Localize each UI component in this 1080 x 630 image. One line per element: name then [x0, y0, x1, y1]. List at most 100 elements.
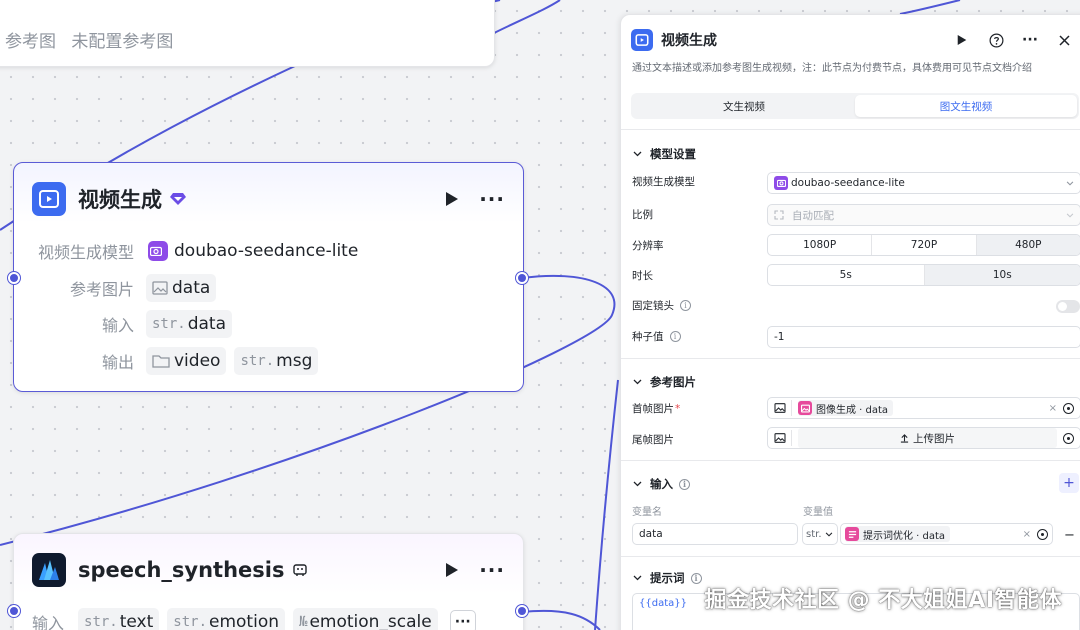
seed-label: 种子值 i: [632, 329, 681, 344]
chip-text: emotion_scale: [309, 612, 432, 630]
variable-picker-icon[interactable]: [1063, 432, 1074, 444]
model-select[interactable]: doubao-seedance-lite: [767, 172, 1080, 194]
run-speech-node-button[interactable]: [443, 561, 461, 579]
type-prefix: str.: [84, 614, 118, 630]
duration-option-5s[interactable]: 5s: [768, 265, 925, 285]
speech-node-output-port[interactable]: [516, 605, 528, 617]
fixed-camera-label: 固定镜头 i: [632, 298, 691, 313]
image-generation-icon: [798, 401, 812, 415]
folder-icon: [152, 354, 170, 368]
resolution-option-720p[interactable]: 720P: [872, 235, 977, 255]
expand-icon: [774, 210, 784, 220]
panel-more-button[interactable]: ···: [1022, 32, 1038, 48]
label-text: 时长: [632, 270, 653, 282]
inputs-section-toggle[interactable]: 输入 i: [633, 476, 690, 492]
field-label: 视频生成模型: [37, 243, 134, 262]
speech-node-more-button[interactable]: ···: [479, 558, 505, 582]
model-settings-section-toggle[interactable]: 模型设置: [633, 146, 696, 162]
info-icon[interactable]: i: [690, 572, 702, 584]
panel-description: 通过文本描述或添加参考图生成视频，注：此节点为付费节点，具体费用可见节点文档介绍: [632, 63, 1032, 74]
speech-synthesis-node[interactable]: speech_synthesis ··· 输入 str. text str. e…: [13, 533, 524, 630]
plugin-icon: [292, 562, 308, 578]
output-msg-chip: str. msg: [234, 346, 319, 375]
model-select-value: doubao-seedance-lite: [791, 177, 905, 189]
help-icon[interactable]: [987, 31, 1005, 49]
ratio-select[interactable]: 自动匹配: [767, 204, 1080, 226]
type-prefix: №: [299, 614, 308, 630]
speech-node-input-port[interactable]: [8, 605, 20, 617]
type-prefix: str.: [173, 614, 208, 630]
fixed-camera-toggle[interactable]: [1056, 300, 1080, 313]
duration-label: 时长: [632, 268, 653, 283]
node-more-button[interactable]: ···: [479, 187, 505, 211]
variable-picker-icon[interactable]: [1037, 528, 1048, 540]
run-node-button[interactable]: [443, 190, 461, 208]
variable-type-select[interactable]: str.: [802, 523, 838, 545]
video-play-icon: [32, 182, 66, 216]
prompt-section-toggle[interactable]: 提示词 i: [633, 570, 702, 586]
last-frame-field[interactable]: 上传图片: [767, 427, 1080, 449]
video-node-header: 视频生成 ···: [32, 181, 505, 217]
clear-icon[interactable]: ×: [1048, 402, 1057, 414]
field-label: 参考图片: [69, 279, 134, 299]
tab-image-text-to-video[interactable]: 图文生视频: [855, 95, 1077, 117]
panel-title: 视频生成: [661, 33, 717, 49]
input-text-chip: str. text: [78, 608, 160, 630]
resolution-option-480p[interactable]: 480P: [976, 235, 1080, 255]
variable-picker-icon[interactable]: [1063, 402, 1074, 414]
upload-image-button[interactable]: 上传图片: [798, 428, 1057, 448]
image-icon: [774, 400, 792, 416]
type-prefix: str.: [152, 316, 186, 332]
add-input-button[interactable]: +: [1059, 473, 1079, 493]
video-generation-node[interactable]: 视频生成 ··· 视频生成模型 doubao-seedance-lite 参考图: [13, 162, 524, 392]
camera-icon: [774, 176, 788, 190]
ref-images-section-toggle[interactable]: 参考图片: [633, 374, 696, 390]
chevron-down-icon: [1066, 212, 1074, 218]
first-frame-field[interactable]: 图像生成 · data ×: [767, 397, 1080, 419]
section-title: 参考图片: [650, 375, 696, 389]
label-text: 首帧图片: [632, 403, 674, 415]
variable-value-field[interactable]: 提示词优化 · data ×: [840, 523, 1053, 545]
prev-node-label: 参考图: [5, 32, 56, 52]
video-node-output-port[interactable]: [516, 272, 528, 284]
camera-icon: [148, 241, 168, 261]
duration-segmented: 5s 10s: [767, 264, 1080, 286]
more-inputs-button[interactable]: ···: [449, 610, 476, 630]
video-node-input-port[interactable]: [8, 272, 20, 284]
chip-text: data: [172, 277, 211, 298]
chevron-down-icon: [633, 151, 642, 157]
video-node-fields: 视频生成模型 doubao-seedance-lite 参考图片 data 输入…: [32, 237, 368, 383]
seed-input[interactable]: -1: [767, 326, 1080, 348]
field-row-input: 输入 str. data: [32, 310, 368, 338]
chip-text: emotion: [209, 612, 279, 630]
info-icon[interactable]: i: [679, 478, 690, 490]
resolution-option-1080p[interactable]: 1080P: [768, 235, 873, 255]
close-icon[interactable]: [1055, 31, 1073, 49]
variable-name-value: data: [639, 528, 663, 540]
image-icon: [774, 430, 792, 446]
duration-option-10s[interactable]: 10s: [924, 265, 1080, 285]
field-label: 输入: [101, 316, 134, 335]
info-icon[interactable]: i: [669, 331, 681, 342]
chevron-down-icon: [633, 575, 642, 581]
remove-input-button[interactable]: −: [1064, 528, 1075, 543]
info-icon[interactable]: i: [680, 300, 691, 311]
panel-run-button[interactable]: [953, 31, 971, 49]
clear-icon[interactable]: ×: [1022, 528, 1031, 540]
divider: [621, 460, 1080, 461]
model-name: doubao-seedance-lite: [174, 241, 359, 261]
tab-text-to-video[interactable]: 文生视频: [723, 100, 765, 113]
reference-image-node[interactable]: 参考图 未配置参考图: [0, 0, 495, 67]
variable-type-value: str.: [806, 528, 822, 540]
prev-node-row: 参考图 未配置参考图: [5, 27, 173, 52]
divider: [621, 556, 1080, 557]
divider: [621, 129, 1080, 130]
node-settings-panel: 视频生成 ··· 通过文本描述或添加参考图生成视频，注：此节点为付费节点，具体费…: [620, 14, 1080, 630]
video-node-title: 视频生成: [78, 188, 162, 212]
output-video-chip: video: [146, 346, 227, 375]
chevron-down-icon: [1066, 180, 1074, 186]
ratio-label: 比例: [632, 207, 653, 222]
image-icon: [152, 280, 168, 295]
variable-name-input[interactable]: data: [632, 523, 798, 545]
